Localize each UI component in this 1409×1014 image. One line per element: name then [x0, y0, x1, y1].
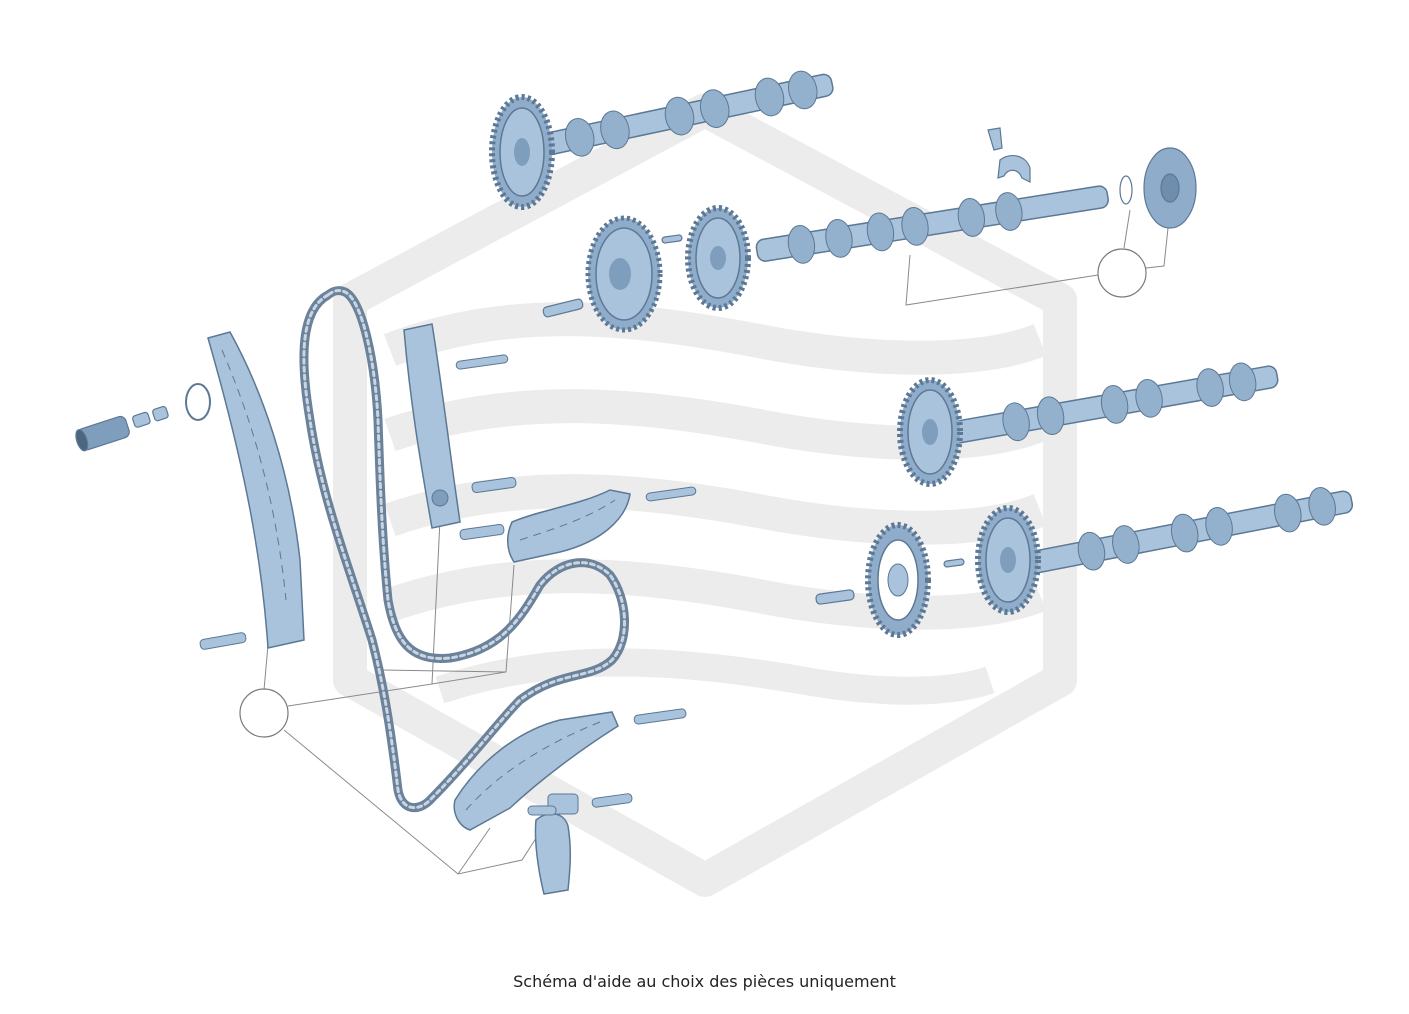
- dowel-pin-upper[interactable]: [661, 234, 683, 244]
- camshaft-lower-exhaust[interactable]: [975, 482, 1355, 615]
- guide-pin-left[interactable]: [199, 632, 247, 650]
- camshaft-upper-exhaust[interactable]: [685, 177, 1111, 311]
- guide-pin-center-lower[interactable]: [459, 524, 505, 540]
- camshaft-lower-intake[interactable]: [897, 357, 1280, 487]
- tensioner-guide-rail[interactable]: [199, 331, 305, 650]
- bolt-phaser-lower[interactable]: [815, 589, 855, 605]
- o-ring[interactable]: [1119, 175, 1133, 205]
- camshaft-upper-intake[interactable]: [489, 65, 836, 210]
- tensioner-arm[interactable]: [527, 793, 633, 895]
- upper-chain-guide[interactable]: [507, 486, 697, 563]
- lower-chain-guide[interactable]: [453, 708, 687, 831]
- guide-pin-bottom[interactable]: [591, 793, 633, 808]
- chain-tensioner[interactable]: [74, 383, 211, 452]
- phaser-gear-lower[interactable]: [865, 522, 931, 638]
- guide-pin-center-upper[interactable]: [455, 354, 509, 370]
- callout-upper-right[interactable]: [1097, 248, 1147, 298]
- phaser-gear-upper[interactable]: [585, 215, 663, 333]
- dowel-pin-lower[interactable]: [943, 558, 965, 568]
- lower-hardware: [815, 558, 965, 605]
- bearing-cap-bolt[interactable]: [987, 127, 1003, 151]
- bearing-cap[interactable]: [997, 154, 1031, 183]
- upper-hardware: [542, 127, 1197, 318]
- guide-pin-right-upper[interactable]: [645, 486, 697, 502]
- tensioner-seal-ring[interactable]: [185, 383, 211, 421]
- bolt-phaser-upper[interactable]: [542, 298, 584, 318]
- callout-left[interactable]: [239, 688, 289, 738]
- guide-pin-lower-right[interactable]: [633, 708, 687, 725]
- diagram-caption: Schéma d'aide au choix des pièces unique…: [513, 972, 896, 991]
- fixed-guide-rail[interactable]: [403, 323, 517, 540]
- guide-pin-center-mid[interactable]: [471, 477, 517, 493]
- timing-chain[interactable]: [299, 286, 629, 812]
- arm-pivot-pin[interactable]: [527, 805, 557, 816]
